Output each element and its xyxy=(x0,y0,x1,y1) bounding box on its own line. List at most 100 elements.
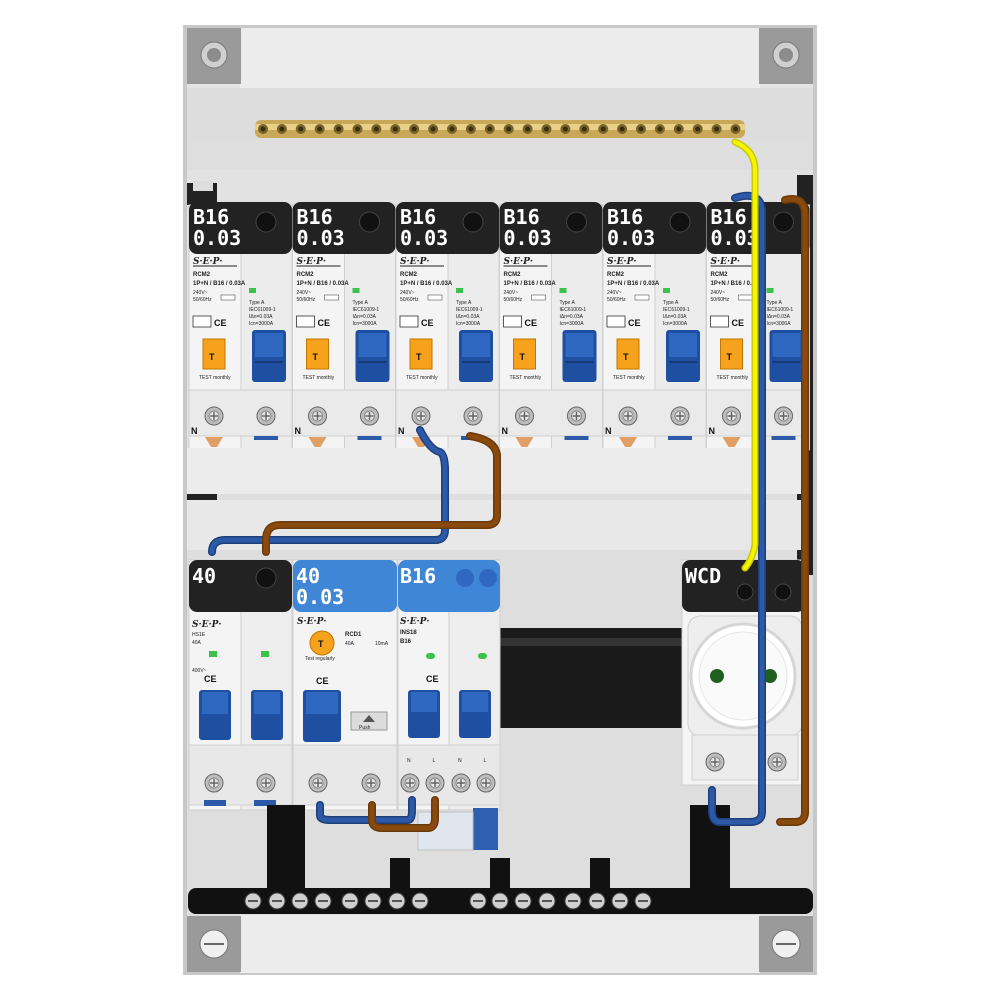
icn-text: Icn=3000A xyxy=(249,321,274,327)
toggle-lever[interactable] xyxy=(562,330,597,382)
socket-label: WCD xyxy=(685,564,721,588)
icn-text: Icn=3000A xyxy=(456,321,481,327)
ce-mark-icon: CE xyxy=(732,318,745,328)
toggle-lever[interactable] xyxy=(252,330,286,382)
terminal-screw[interactable] xyxy=(476,773,496,793)
type-text: Type A xyxy=(767,300,783,306)
neutral-terminal-screw[interactable] xyxy=(308,406,327,426)
test-letter: T xyxy=(727,352,733,362)
test-letter: T xyxy=(623,352,629,362)
test-button[interactable]: T xyxy=(306,338,329,370)
wall-socket-module: WCD xyxy=(681,559,806,786)
terminal-screw[interactable] xyxy=(308,773,328,793)
brand-logo: S·E·P· xyxy=(400,257,430,267)
line-terminal-screw[interactable] xyxy=(567,406,586,426)
corner-screw-tr xyxy=(759,28,813,84)
test-button[interactable]: T xyxy=(513,338,536,370)
neutral-terminal-screw[interactable] xyxy=(411,406,431,426)
push-reset-button[interactable]: Push xyxy=(350,711,388,731)
neutral-terminal-screw[interactable] xyxy=(618,406,638,426)
brand-logo: S·E·P· xyxy=(711,257,741,267)
toggle-lever[interactable] xyxy=(769,330,804,382)
ce-mark-icon: CE xyxy=(214,318,227,328)
test-button[interactable]: T xyxy=(409,338,433,370)
type-text: Type A xyxy=(560,300,576,306)
terminal-mark: L xyxy=(433,758,436,764)
neutral-mark: N xyxy=(398,426,405,436)
standard-text: IEC61009-1 xyxy=(560,307,587,313)
toggle-lever[interactable] xyxy=(459,690,491,738)
toggle-lever[interactable] xyxy=(251,690,283,740)
voltage-text: 240V~ xyxy=(400,290,415,296)
rating-label xyxy=(398,560,500,612)
rating-text: B16 xyxy=(607,205,643,229)
icn-text: Icn=3000A xyxy=(663,321,688,327)
terminal-screw[interactable] xyxy=(256,773,276,793)
type-text: Type A xyxy=(353,300,369,306)
test-letter: T xyxy=(416,352,422,362)
line-terminal-screw[interactable] xyxy=(774,406,793,426)
test-button[interactable]: T xyxy=(720,338,743,370)
terminal-screw[interactable] xyxy=(767,752,787,772)
kema-mark-icon xyxy=(296,315,315,328)
terminal-screw[interactable] xyxy=(451,773,471,793)
line-terminal-screw[interactable] xyxy=(463,406,483,426)
toggle-lever[interactable] xyxy=(408,690,440,738)
frequency-text: 50/60Hz xyxy=(711,297,730,303)
voltage-text: 240V~ xyxy=(711,290,726,296)
line-terminal-screw[interactable] xyxy=(360,406,379,426)
test-caption: TEST monthly xyxy=(613,375,645,381)
test-letter: T xyxy=(209,352,215,362)
spec-text: 1P+N / B16 / 0.03A xyxy=(607,281,660,287)
standard-text: IEC61009-1 xyxy=(663,307,690,313)
rating-text: B16 xyxy=(400,564,436,588)
test-button[interactable]: T xyxy=(202,338,226,370)
terminal-mark: N xyxy=(458,758,462,764)
test-caption: Test regularly xyxy=(305,656,335,662)
brand-logo: S·E·P· xyxy=(297,257,327,267)
spec-text: 40A xyxy=(192,640,202,646)
toggle-lever[interactable] xyxy=(666,330,700,382)
neutral-mark: N xyxy=(709,426,716,436)
line-terminal-screw[interactable] xyxy=(256,406,276,426)
cable-clip xyxy=(473,808,498,850)
neutral-terminal-screw[interactable] xyxy=(722,406,741,426)
corner-screw-bl xyxy=(187,916,241,972)
terminal-screw[interactable] xyxy=(361,773,381,793)
status-led xyxy=(766,288,774,293)
sensitivity-text: 0.03 xyxy=(504,226,552,250)
terminal-screw[interactable] xyxy=(400,773,420,793)
voltage-text: 240V~ xyxy=(297,290,312,296)
earth-terminal-bar xyxy=(255,120,745,138)
model-text: HS1E xyxy=(192,632,206,638)
toggle-lever[interactable] xyxy=(199,690,231,740)
voltage-text: 240V~ xyxy=(607,290,622,296)
sensitivity-text: 0.03 xyxy=(400,226,448,250)
status-led xyxy=(352,288,360,293)
kema-mark-icon xyxy=(399,315,419,328)
test-button[interactable]: T xyxy=(616,338,640,370)
status-led xyxy=(478,653,487,659)
test-caption: TEST monthly xyxy=(717,375,749,381)
neutral-busbar xyxy=(188,805,813,914)
toggle-lever[interactable] xyxy=(303,690,341,742)
toggle-lever[interactable] xyxy=(459,330,493,382)
schuko-socket-icon[interactable] xyxy=(687,615,803,737)
neutral-terminal-screw[interactable] xyxy=(515,406,534,426)
idn-text: IΔn=0.03A xyxy=(456,314,480,320)
spec-text: 1P+N / B16 / 0.03A xyxy=(297,281,350,287)
terminal-screw[interactable] xyxy=(204,773,224,793)
neutral-mark: N xyxy=(191,426,198,436)
neutral-terminal-screw[interactable] xyxy=(204,406,224,426)
line-terminal-screw[interactable] xyxy=(670,406,690,426)
kema-mark-icon xyxy=(710,315,729,328)
terminal-screw[interactable] xyxy=(705,752,725,772)
standard-text: IEC61009-1 xyxy=(249,307,276,313)
toggle-lever[interactable] xyxy=(355,330,390,382)
test-button[interactable]: T xyxy=(309,630,335,656)
terminal-mark: N xyxy=(407,758,411,764)
terminal-screw[interactable] xyxy=(425,773,445,793)
